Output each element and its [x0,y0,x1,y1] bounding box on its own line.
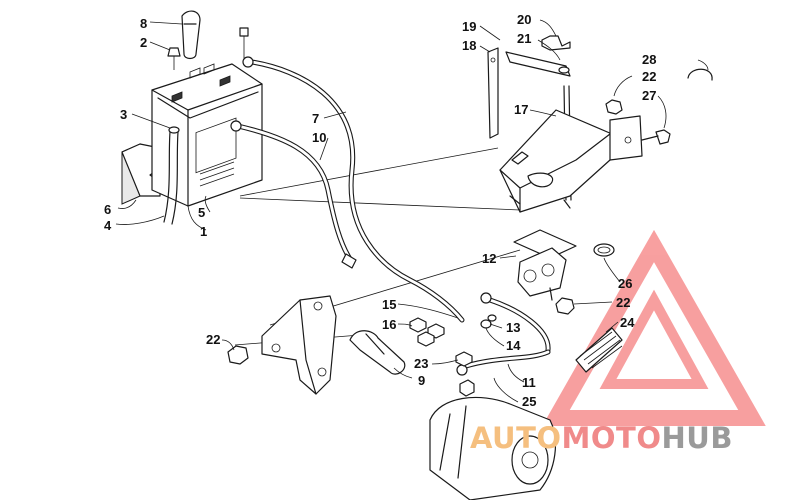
retaining-clip [687,68,713,81]
vent-tube [163,126,180,225]
leader-lines [115,19,709,403]
watermark-triangle-outer [542,229,766,426]
watermark-moto: MOTO [562,421,662,455]
hose-clamp [593,243,615,257]
watermark-triangle-inner [599,289,709,389]
callout-28: 28 [642,52,656,67]
callout-5: 5 [198,205,205,220]
terminal-boot [349,330,406,375]
callout-20: 20 [517,12,531,27]
callout-18: 18 [462,38,476,53]
callout-9: 9 [418,373,425,388]
callout-27: 27 [642,88,656,103]
callout-12: 12 [482,251,496,266]
callout-23: 23 [414,356,428,371]
callout-19: 19 [462,19,476,34]
mount-nut [227,345,249,365]
callout-labels: 8 2 3 6 4 5 1 7 10 19 18 20 21 17 28 22 … [104,12,656,409]
callout-24: 24 [620,315,635,330]
callout-16: 16 [382,317,396,332]
negative-cable [230,120,357,269]
terminal-cap [181,10,201,60]
callout-25: 25 [522,394,536,409]
callout-22-lower: 22 [206,332,220,347]
callout-26: 26 [618,276,632,291]
callout-1: 1 [200,224,207,239]
callout-11: 11 [522,375,536,390]
watermark-logo: AUTOMOTOHUB [470,421,733,455]
watermark-hub: HUB [662,421,733,455]
battery [151,63,263,207]
callout-4: 4 [104,218,112,233]
engine-mount-bracket [261,295,337,395]
watermark-triangle [542,229,766,426]
watermark-auto: AUTO [470,421,562,455]
hold-down-strap [505,35,571,77]
watermark-text: AUTOMOTOHUB [470,421,733,455]
positive-cable [242,56,465,323]
callout-15: 15 [382,297,396,312]
mid-nut [555,297,575,315]
callout-8: 8 [140,16,147,31]
callout-6: 6 [104,202,111,217]
callout-22-mid: 22 [616,295,630,310]
starter-solenoid [513,229,577,301]
callout-3: 3 [120,107,127,122]
reference-lines [234,147,521,346]
battery-tray [499,109,643,213]
callout-21: 21 [517,31,531,46]
solenoid-cable [456,292,551,376]
callout-17: 17 [514,102,528,117]
starter-motor [429,379,557,500]
strap-bracket [487,47,499,139]
callout-2: 2 [140,35,147,50]
callout-7: 7 [312,111,319,126]
callout-10: 10 [312,130,326,145]
terminal-screws [167,27,249,70]
spring-boot [575,327,623,373]
tray-nut-bolt [605,99,671,145]
callout-14: 14 [506,338,521,353]
battery-holder [121,143,161,205]
callout-22-upper: 22 [642,69,656,84]
callout-13: 13 [506,320,520,335]
